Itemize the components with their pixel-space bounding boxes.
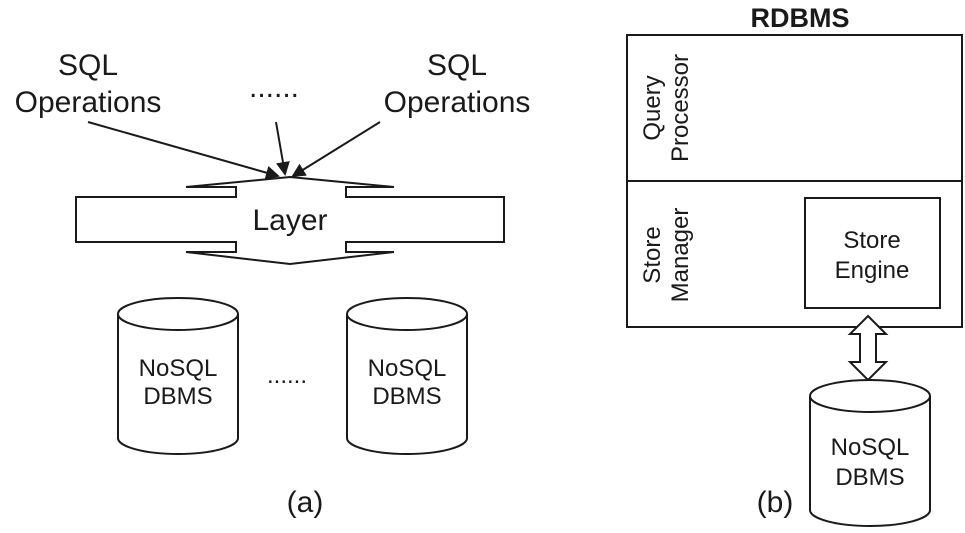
query-processor-line1: Query bbox=[639, 75, 666, 140]
arrow-middle-to-layer bbox=[275, 121, 290, 176]
nosql-dbms-left-line1: NoSQL bbox=[139, 355, 218, 382]
layer-shape bbox=[75, 175, 505, 266]
store-manager-line1: Store bbox=[639, 226, 666, 283]
arrow-left-to-layer bbox=[87, 121, 280, 180]
nosql-dbms-b-cylinder bbox=[809, 379, 931, 527]
rdbms-title: RDBMS bbox=[751, 3, 850, 33]
query-processor-line2: Processor bbox=[667, 54, 694, 162]
ellipsis-middle: ...... bbox=[267, 362, 307, 389]
arrow-right-to-layer bbox=[291, 121, 381, 178]
sql-operations-right-line2: Operations bbox=[384, 86, 531, 119]
nosql-dbms-left-cylinder bbox=[117, 297, 239, 455]
panel-a: SQL Operations ...... SQL Operations Lay… bbox=[15, 49, 531, 519]
store-engine-box bbox=[804, 197, 941, 309]
sql-operations-right-line1: SQL bbox=[427, 49, 487, 82]
nosql-dbms-right-line1: NoSQL bbox=[368, 355, 447, 382]
nosql-dbms-b-line2: DBMS bbox=[835, 464, 904, 491]
caption-a: (a) bbox=[287, 486, 324, 519]
caption-b: (b) bbox=[757, 486, 794, 519]
nosql-dbms-left-line2: DBMS bbox=[143, 383, 212, 410]
store-engine-line2: Engine bbox=[835, 257, 910, 284]
nosql-dbms-b-line1: NoSQL bbox=[831, 434, 910, 461]
store-engine-line1: Store bbox=[843, 227, 900, 254]
sql-operations-left-line2: Operations bbox=[15, 86, 162, 119]
store-manager-line2: Manager bbox=[667, 208, 694, 303]
ellipsis-top: ...... bbox=[249, 71, 299, 104]
layer-label: Layer bbox=[252, 204, 327, 237]
sql-operations-left-line1: SQL bbox=[58, 49, 118, 82]
nosql-dbms-right-line2: DBMS bbox=[372, 383, 441, 410]
panel-b: RDBMS Query Processor Store Manager Stor… bbox=[626, 3, 963, 527]
nosql-dbms-right-cylinder bbox=[346, 297, 468, 455]
